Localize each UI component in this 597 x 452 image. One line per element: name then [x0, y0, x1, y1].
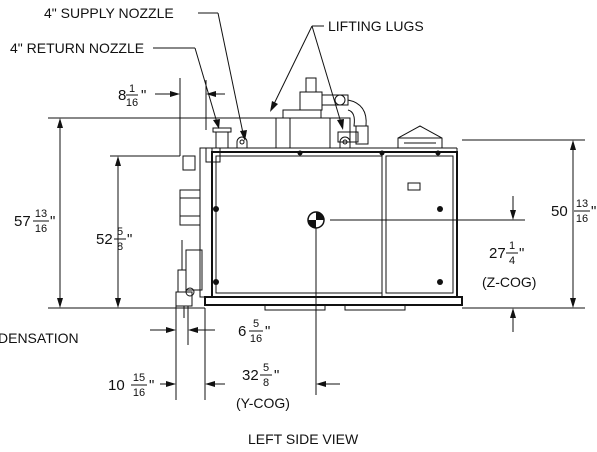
dim-left-offset: 10 15 16 "	[108, 372, 154, 399]
svg-text:50: 50	[551, 203, 568, 220]
boiler-body	[211, 147, 458, 298]
return-nozzle-label: 4" RETURN NOZZLE	[10, 40, 144, 56]
svg-text:16: 16	[133, 387, 145, 399]
dim-right-height: 50 13 16 "	[551, 198, 596, 225]
svg-text:16: 16	[35, 223, 47, 235]
svg-text:": "	[127, 231, 132, 248]
svg-text:1: 1	[129, 83, 135, 95]
svg-text:27: 27	[489, 245, 506, 262]
left-side-piping	[175, 147, 221, 318]
return-nozzle	[212, 127, 232, 149]
svg-text:": "	[149, 377, 154, 394]
svg-text:1: 1	[509, 240, 515, 252]
svg-text:16: 16	[126, 97, 138, 109]
svg-text:15: 15	[133, 372, 145, 384]
svg-text:32: 32	[242, 367, 259, 384]
svg-text:4: 4	[509, 255, 515, 267]
dim-top-offset: 8 1 16 "	[118, 83, 146, 109]
svg-text:5: 5	[253, 318, 259, 330]
top-piping-assembly	[275, 77, 369, 149]
leader-lines	[153, 12, 344, 141]
svg-text:": "	[265, 323, 270, 340]
dim-overall-height: 57 13 16 "	[14, 208, 55, 235]
svg-text:13: 13	[576, 198, 588, 210]
svg-text:": "	[274, 367, 279, 384]
view-title: LEFT SIDE VIEW	[248, 431, 359, 447]
lifting-lugs	[236, 136, 351, 148]
dim-z-cog: 27 1 4 " (Z-COG)	[482, 240, 536, 290]
vent-hood	[397, 125, 443, 148]
base-skid	[204, 296, 463, 311]
svg-text:": "	[50, 213, 55, 230]
supply-nozzle-label: 4" SUPPLY NOZZLE	[44, 5, 174, 21]
svg-text:8: 8	[263, 377, 269, 389]
svg-text:10: 10	[108, 377, 125, 394]
dimension-lines	[48, 78, 585, 400]
condensation-label: DENSATION	[0, 330, 79, 346]
svg-text:": "	[591, 203, 596, 220]
svg-text:8: 8	[118, 87, 126, 104]
svg-text:(Z-COG): (Z-COG)	[482, 274, 536, 290]
lifting-lugs-label: LIFTING LUGS	[328, 18, 424, 34]
svg-text:57: 57	[14, 213, 31, 230]
dim-pipe-offset: 6 5 16 "	[238, 318, 270, 345]
svg-text:52: 52	[96, 231, 113, 248]
svg-text:16: 16	[576, 213, 588, 225]
center-of-gravity-marker	[307, 211, 325, 229]
svg-text:8: 8	[117, 241, 123, 253]
dim-y-cog: 32 5 8 " (Y-COG)	[236, 362, 290, 411]
svg-text:6: 6	[238, 323, 246, 340]
svg-text:5: 5	[263, 362, 269, 374]
svg-text:": "	[141, 87, 146, 104]
svg-text:": "	[519, 245, 524, 262]
svg-text:16: 16	[250, 333, 262, 345]
dim-body-height: 52 5 8 "	[96, 226, 132, 253]
svg-text:5: 5	[117, 226, 123, 238]
svg-text:13: 13	[35, 208, 47, 220]
svg-text:(Y-COG): (Y-COG)	[236, 395, 290, 411]
